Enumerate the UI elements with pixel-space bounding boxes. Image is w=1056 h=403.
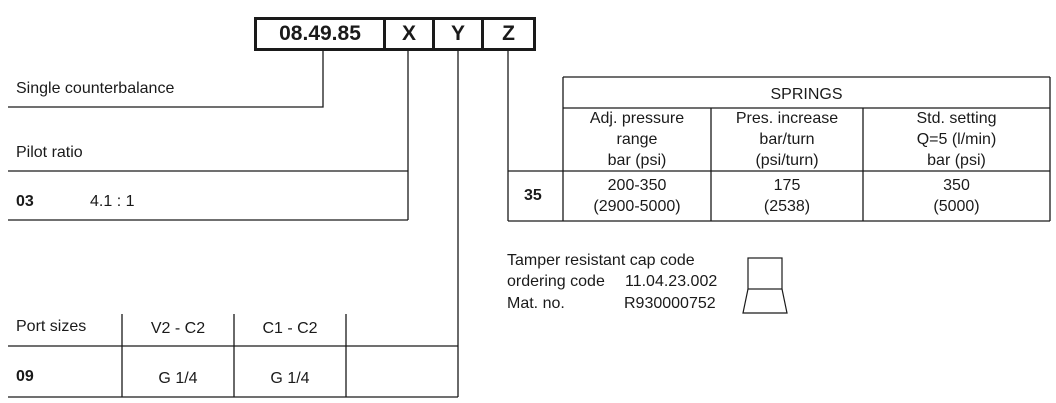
springs-adj-pressure-value: 200-350 (2900-5000): [563, 175, 711, 217]
order-code-z: Z: [481, 17, 536, 51]
line-type: [8, 50, 324, 108]
header-line: Adj. pressure: [589, 110, 685, 127]
tamper-cap-ordering-code: 11.04.23.002: [625, 273, 718, 290]
order-code-base: 08.49.85: [254, 17, 386, 51]
tamper-cap-mat-no: R930000752: [624, 295, 716, 312]
pilot-ratio-label: Pilot ratio: [16, 144, 83, 161]
springs-header-adj-pressure: Adj. pressure range bar (psi): [563, 108, 711, 171]
header-line: range: [616, 131, 658, 148]
value-line: 200-350: [607, 177, 667, 194]
tamper-cap-mat-label: Mat. no.: [507, 295, 565, 312]
order-code-x: X: [383, 17, 435, 51]
cap-icon: [742, 257, 788, 314]
port-sizes-label: Port sizes: [16, 318, 87, 335]
order-code-base-text: 08.49.85: [279, 22, 361, 45]
tamper-cap-title: Tamper resistant cap code: [507, 252, 695, 269]
value-line: 175: [773, 177, 801, 194]
header-line: Pres. increase: [735, 110, 839, 127]
header-line: bar (psi): [927, 152, 986, 169]
order-code-y-text: Y: [450, 22, 465, 45]
order-code-x-text: X: [401, 22, 416, 45]
header-line: Q=5 (l/min): [916, 131, 997, 148]
port-c1-c2-value: G 1/4: [270, 370, 310, 387]
value-line: (2900-5000): [593, 198, 681, 215]
header-line: bar/turn: [759, 131, 815, 148]
type-label: Single counterbalance: [16, 80, 175, 97]
port-code: 09: [16, 368, 34, 385]
pilot-ratio-code: 03: [16, 193, 34, 210]
port-header-v2-c2: V2 - C2: [150, 320, 206, 337]
port-v2-c2-value: G 1/4: [158, 370, 198, 387]
order-code-y: Y: [432, 17, 484, 51]
pilot-ratio-value: 4.1 : 1: [90, 193, 135, 210]
value-line: (5000): [933, 198, 980, 215]
order-code-z-text: Z: [502, 22, 515, 45]
port-header-c1-c2: C1 - C2: [262, 320, 318, 337]
tamper-cap-ordering-label: ordering code: [507, 273, 605, 290]
header-line: (psi/turn): [755, 152, 819, 169]
springs-std-setting-value: 350 (5000): [863, 175, 1050, 217]
value-line: (2538): [763, 198, 811, 215]
springs-pres-increase-value: 175 (2538): [711, 175, 863, 217]
value-line: 350: [943, 177, 970, 194]
header-line: bar (psi): [607, 152, 667, 169]
springs-title: SPRINGS: [770, 86, 843, 103]
springs-code: 35: [524, 187, 542, 204]
springs-header-std-setting: Std. setting Q=5 (l/min) bar (psi): [863, 108, 1050, 171]
springs-header-pres-increase: Pres. increase bar/turn (psi/turn): [711, 108, 863, 171]
header-line: Std. setting: [916, 110, 997, 127]
